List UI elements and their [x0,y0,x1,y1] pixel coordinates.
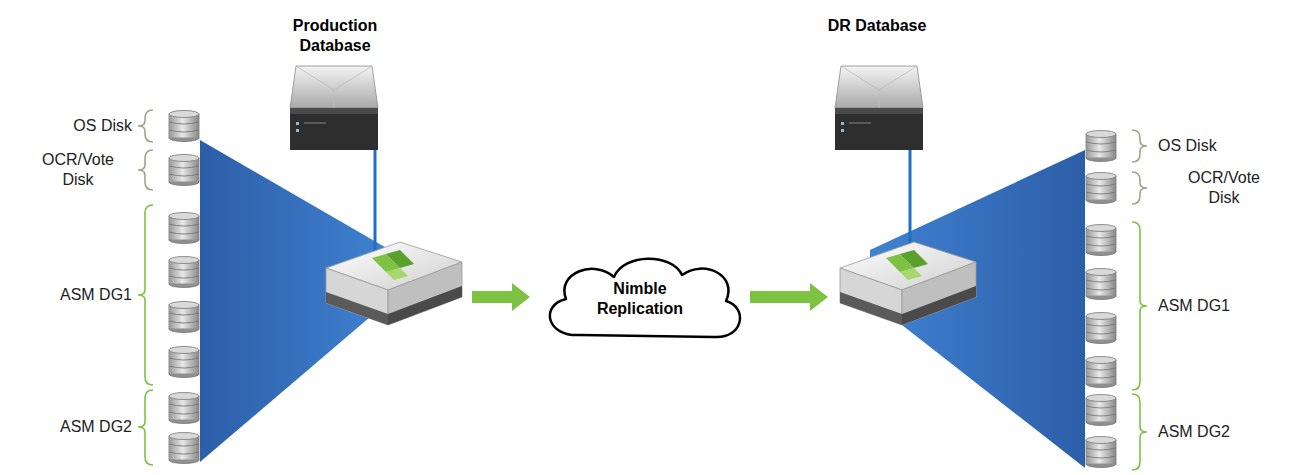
disk-group-label: OCR/Vote Disk [1176,168,1272,208]
disk-group-label: OS Disk [1158,136,1298,156]
server-array-icon [280,10,470,330]
cloud-label: Nimble Replication [585,279,695,319]
disk-group-label: ASM DG2 [1158,422,1298,442]
server-array-icon [830,10,990,330]
replication-arrow [472,283,530,311]
disk-group-label: ASM DG1 [1158,296,1298,316]
server-heading: Production Database [270,16,400,56]
replication-arrow [750,283,828,311]
server-heading: DR Database [812,16,942,36]
database-server: Production Database [280,10,470,330]
database-server: DR Database [830,10,990,330]
replication-cloud: Nimble Replication [532,247,748,347]
disk-group-label: ASM DG1 [8,285,132,305]
disk-group-label: ASM DG2 [8,417,132,437]
disk-group-label: OS Disk [8,116,132,136]
disk-group-label: OCR/Vote Disk [30,150,126,190]
